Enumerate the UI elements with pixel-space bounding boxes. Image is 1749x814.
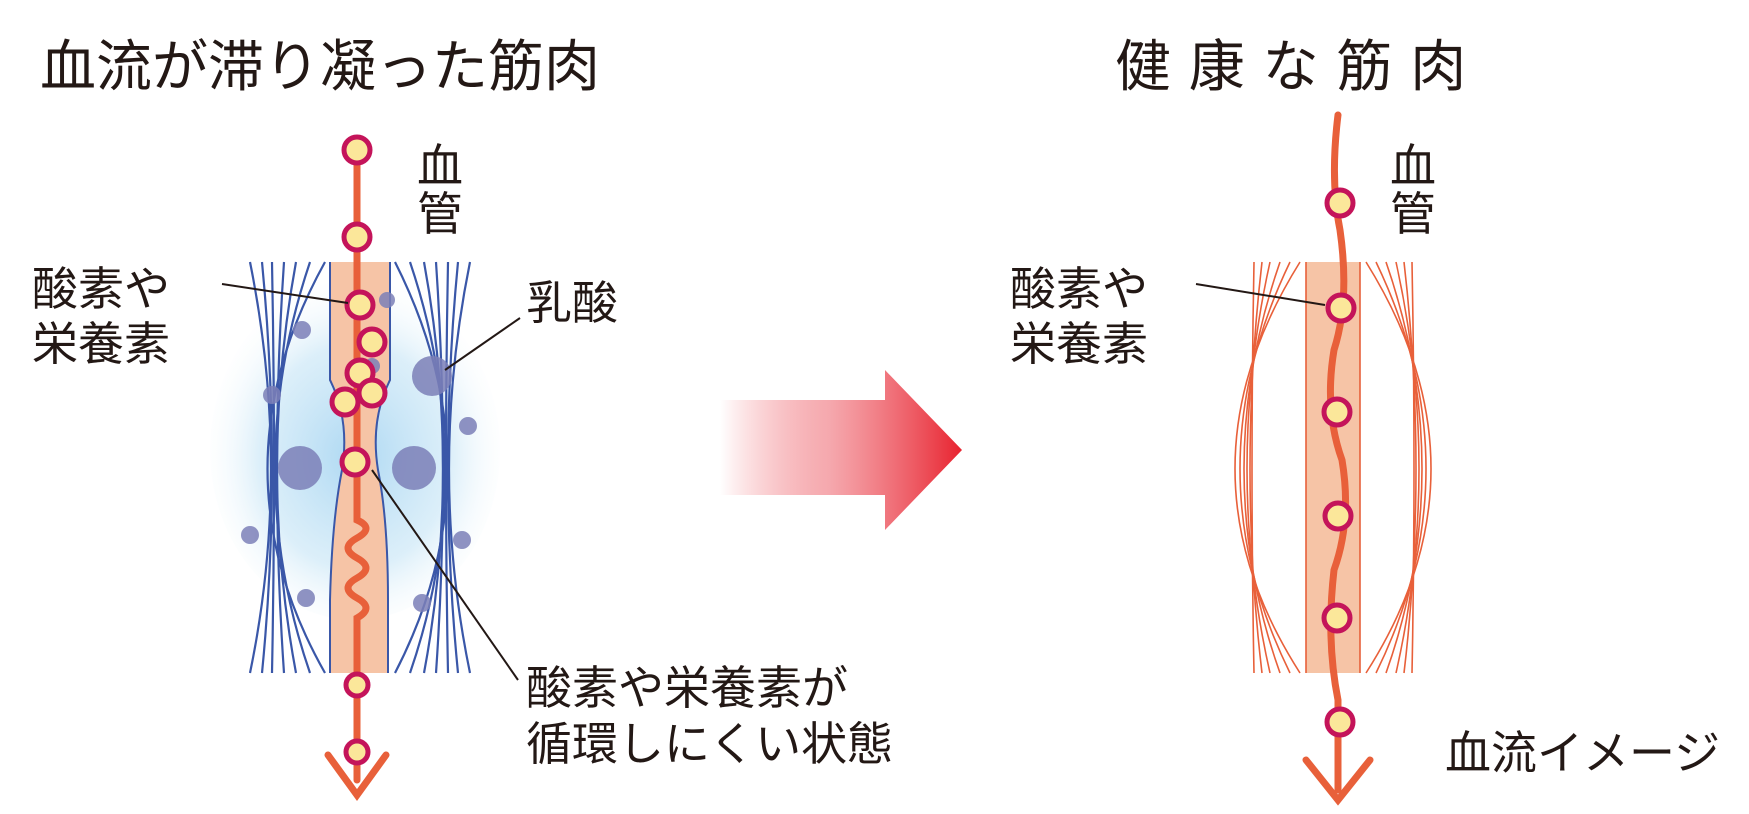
healthy-leader-line	[1195, 283, 1326, 306]
left-nutrients-label-1: 酸素や	[32, 262, 170, 316]
poor-circulation-label: 酸素や栄養素が 循環しにくい状態	[526, 660, 893, 772]
left-vessel-label-2: 管	[417, 187, 463, 242]
right-nutrients-label-1: 酸素や	[1010, 262, 1148, 316]
healthy-muscle	[1195, 111, 1432, 806]
left-vessel-label: 血 管	[415, 142, 465, 239]
transition-arrow	[720, 370, 962, 530]
left-title: 血流が滞り凝った筋肉	[40, 35, 600, 100]
stiff-nutrient-cells	[329, 134, 388, 766]
lactic-acid-label: 乳酸	[526, 276, 618, 330]
right-title: 健 康 な 筋 肉	[1115, 35, 1467, 100]
blood-flow-label: 血流イメージ	[1445, 726, 1721, 780]
healthy-nutrient-cells	[1321, 187, 1357, 738]
right-vessel-label: 血 管	[1388, 142, 1438, 239]
poor-circulation-label-2: 循環しにくい状態	[526, 717, 894, 772]
stiff-muscle	[210, 134, 521, 801]
poor-circulation-label-1: 酸素や栄養素が	[526, 661, 848, 715]
right-vessel-label-1: 血	[1390, 139, 1436, 193]
left-nutrients-label: 酸素や 栄養素	[32, 262, 170, 372]
left-vessel-label-1: 血	[417, 139, 463, 193]
stiff-fibers-left	[248, 261, 326, 674]
right-nutrients-label: 酸素や 栄養素	[1010, 262, 1148, 372]
left-nutrients-label-2: 栄養素	[32, 317, 170, 372]
stiff-leader-lines	[221, 283, 521, 681]
healthy-fibers-right	[1359, 261, 1432, 674]
healthy-fibers-left	[1234, 261, 1307, 674]
right-nutrients-label-2: 栄養素	[1010, 317, 1148, 372]
right-vessel-label-2: 管	[1390, 187, 1436, 242]
stiff-fibers-right	[394, 261, 472, 674]
